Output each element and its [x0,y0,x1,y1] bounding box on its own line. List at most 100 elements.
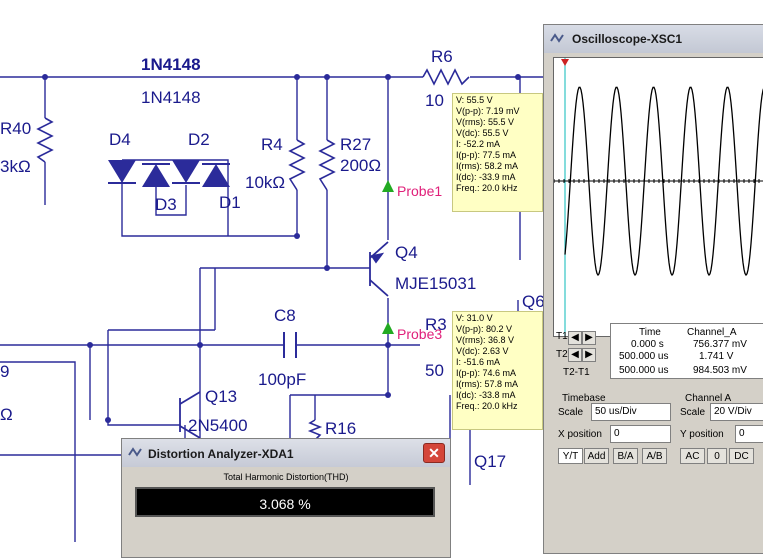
r4-value: 10kΩ [245,173,285,192]
r4-label: R4 [261,135,283,154]
y-position-field[interactable]: 0 [735,425,763,443]
oscilloscope-display[interactable] [553,57,763,337]
transistor-q13[interactable] [179,391,201,439]
probe3-readout-line: V(dc): 2.63 V [456,346,509,356]
probe3-readout-line: V(p-p): 80.2 V [456,324,513,334]
r6-resistor[interactable] [422,68,470,86]
ac-coupling-button[interactable]: AC [680,448,705,464]
q13-label: Q13 [205,387,237,406]
q13-model: 2N5400 [188,416,248,435]
r3-label: R3 [425,315,447,334]
diode-d3[interactable] [142,163,170,187]
r27-value: 200Ω [340,156,381,175]
oscilloscope-trace-area [554,58,763,336]
timebase-heading: Timebase [562,393,606,404]
zero-coupling-button[interactable]: 0 [707,448,727,464]
timebase-scale-label: Scale [558,407,584,418]
distortion-analyzer-title: Distortion Analyzer-XDA1 [148,447,294,461]
probe3-readout-tooltip: V: 31.0 V V(p-p): 80.2 V V(rms): 36.8 V … [452,311,543,430]
probe1-readout-tooltip: V: 55.5 V V(p-p): 7.19 mV V(rms): 55.5 V… [452,93,543,212]
t2-left-arrow-button[interactable]: ◀ [568,348,582,362]
y-position-label: Y position [680,429,724,440]
probe3-readout-line: V: 31.0 V [456,313,493,323]
r40-value: 3kΩ [0,157,31,176]
probe3-arrow[interactable] [382,322,394,334]
probe1-readout-line: I(rms): 58.2 mA [456,161,519,171]
close-icon[interactable]: ✕ [423,443,445,463]
x-position-label: X position [558,429,602,440]
r3-value: 50 [425,361,444,380]
t1-time-value: 0.000 s [631,339,664,350]
channel-a-scale-label: Scale [680,407,706,418]
t2-channel-a-value: 1.741 V [699,351,734,362]
timebase-scale-field[interactable]: 50 us/Div [591,403,671,421]
probe3-readout-line: V(rms): 36.8 V [456,335,515,345]
r16-label: R16 [325,419,356,438]
oscilloscope-window[interactable]: Oscilloscope-XSC1 T1 ◀ ▶ T2 ◀ ▶ T2-T1 Ti… [543,24,763,554]
oscilloscope-title-bar[interactable]: Oscilloscope-XSC1 [544,25,763,53]
oscilloscope-app-icon [550,33,564,43]
d3-label: D3 [155,195,177,214]
left-edge-ohm: Ω [0,405,13,424]
t2-label: T2 [556,349,568,360]
t2-t1-channel-a-value: 984.503 mV [693,365,747,376]
probe1-arrow[interactable] [382,180,394,192]
c8-label: C8 [274,306,296,325]
t1-right-arrow-button[interactable]: ▶ [582,331,596,345]
probe1-readout-line: I(dc): -33.9 mA [456,172,516,182]
probe1-readout-line: V: 55.5 V [456,95,493,105]
distortion-analyzer-app-icon [128,447,142,457]
q4-label: Q4 [395,243,418,262]
r4-resistor[interactable] [288,139,306,191]
r40-resistor[interactable] [36,117,54,163]
ab-mode-button[interactable]: A/B [642,448,667,464]
channel-a-heading: Channel A [685,393,732,404]
x-position-field[interactable]: 0 [610,425,671,443]
probe3-readout-line: I(rms): 57.8 mA [456,379,519,389]
junction-dots [42,74,521,423]
ba-mode-button[interactable]: B/A [613,448,638,464]
r40-label: R40 [0,119,31,138]
probe1-label[interactable]: Probe1 [397,183,442,199]
probe1-readout-line: I(p-p): 77.5 mA [456,150,517,160]
t2-t1-label: T2-T1 [563,367,590,378]
r16-resistor[interactable] [307,419,323,441]
probe1-readout-line: Freq.: 20.0 kHz [456,183,518,193]
oscilloscope-title: Oscilloscope-XSC1 [572,32,683,46]
r27-resistor[interactable] [318,139,336,191]
capacitor-c8[interactable] [283,332,297,358]
dc-coupling-button[interactable]: DC [729,448,754,464]
thd-value-display: 3.068 % [135,487,435,517]
probe3-readout-line: I(p-p): 74.6 mA [456,368,517,378]
t1-left-arrow-button[interactable]: ◀ [568,331,582,345]
probe3-label[interactable]: Probe3 [397,326,442,342]
d2-label: D2 [188,130,210,149]
yt-mode-button[interactable]: Y/T [558,448,583,464]
transistor-q4[interactable] [369,241,389,297]
distortion-analyzer-title-bar[interactable]: Distortion Analyzer-XDA1 ✕ [122,439,450,467]
probe1-readout-line: V(rms): 55.5 V [456,117,515,127]
q17-label: Q17 [474,452,506,471]
t2-right-arrow-button[interactable]: ▶ [582,348,596,362]
channel-a-scale-field[interactable]: 20 V/Div [710,403,763,421]
diode-d4[interactable] [108,160,136,184]
thd-label: Total Harmonic Distortion(THD) [223,472,349,482]
t2-time-value: 500.000 us [619,351,669,362]
cursor-readout-panel: Time Channel_A 0.000 s 756.377 mV 500.00… [610,323,763,379]
channel-a-trace [564,86,763,277]
probe3-readout-line: I: -51.6 mA [456,357,501,367]
d4-label: D4 [109,130,131,149]
probe1-readout-line: I: -52.2 mA [456,139,501,149]
distortion-analyzer-window[interactable]: Distortion Analyzer-XDA1 ✕ Total Harmoni… [121,438,451,558]
cursor-t1-marker[interactable] [561,59,569,66]
c8-value: 100pF [258,370,306,389]
readout-header-time: Time [639,327,661,338]
diode-d2[interactable] [172,160,200,184]
add-mode-button[interactable]: Add [584,448,609,464]
q4-model: MJE15031 [395,274,476,293]
left-edge-label: 9 [0,362,9,381]
r6-label: R6 [431,47,453,66]
q6-label: Q6 [522,292,545,311]
diode-model-bold-label: 1N4148 [141,55,201,74]
diode-d1[interactable] [202,163,230,187]
